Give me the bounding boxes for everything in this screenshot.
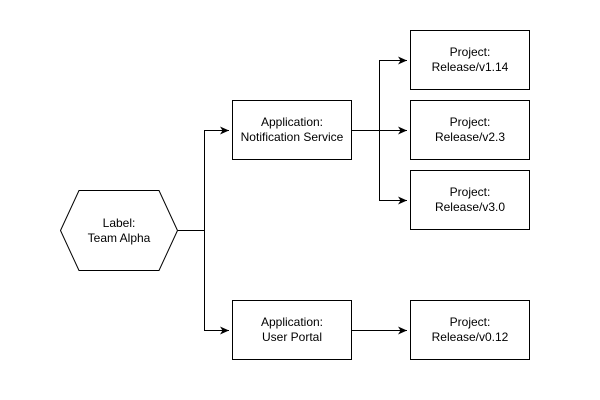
edge-team-alpha-to-notification-service bbox=[178, 126, 229, 231]
node-label: Release/v0.12 bbox=[431, 330, 509, 344]
node-team-alpha[interactable]: Label: Team Alpha bbox=[60, 190, 178, 271]
node-label: User Portal bbox=[261, 330, 323, 344]
node-app-user-portal[interactable]: Application: User Portal bbox=[232, 300, 352, 360]
node-label: Notification Service bbox=[240, 130, 344, 144]
node-project-release-v3-0[interactable]: Project: Release/v3.0 bbox=[410, 170, 530, 230]
node-project-release-v2-3[interactable]: Project: Release/v2.3 bbox=[410, 100, 530, 160]
node-label: Project: bbox=[449, 315, 491, 329]
node-project-release-v0-12[interactable]: Project: Release/v0.12 bbox=[410, 300, 530, 360]
node-label: Application: bbox=[260, 115, 324, 129]
node-label: Project: bbox=[449, 115, 491, 129]
edge-notification-service-to-release-v3-0 bbox=[352, 130, 407, 205]
node-label: Release/v3.0 bbox=[434, 200, 506, 214]
node-label: Label: bbox=[102, 215, 136, 230]
hexagon-shape bbox=[60, 190, 178, 271]
edge-notification-service-to-release-v1-14 bbox=[352, 56, 407, 131]
node-label: Release/v2.3 bbox=[434, 130, 506, 144]
node-label: Team Alpha bbox=[87, 230, 151, 245]
node-app-notification-service[interactable]: Application: Notification Service bbox=[232, 100, 352, 160]
node-project-release-v1-14[interactable]: Project: Release/v1.14 bbox=[410, 30, 530, 90]
node-label: Project: bbox=[449, 45, 491, 59]
node-label: Application: bbox=[260, 315, 324, 329]
node-label: Project: bbox=[449, 185, 491, 199]
edge-team-alpha-to-user-portal bbox=[178, 230, 229, 335]
node-label: Release/v1.14 bbox=[431, 60, 509, 74]
